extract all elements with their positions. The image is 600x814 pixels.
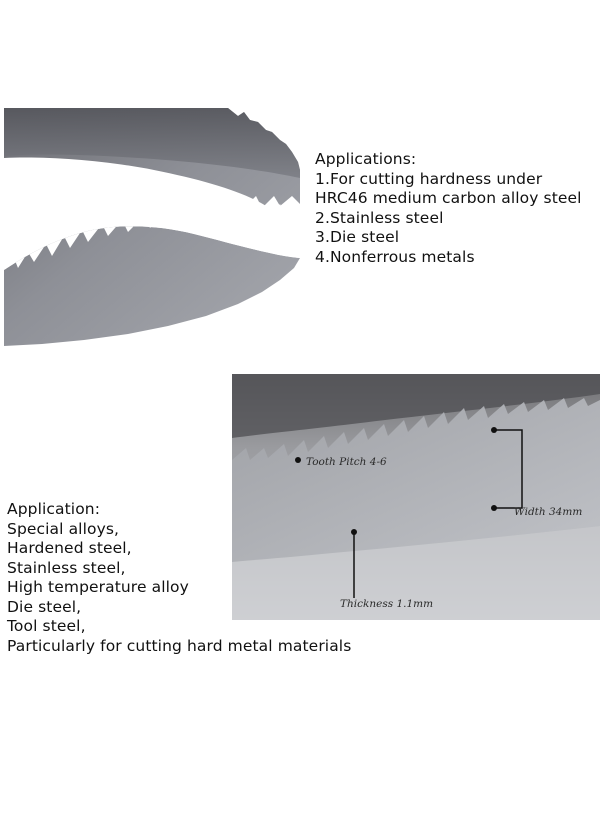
blade-curve-image <box>4 108 300 348</box>
application-item: 2.Stainless steel <box>315 208 444 227</box>
tooth-pitch-label: Tooth Pitch 4-6 <box>306 456 387 468</box>
applications-list-1: Applications: 1.For cutting hardness und… <box>315 150 582 267</box>
application-heading: Application: <box>7 500 101 518</box>
blade-closeup-image: Tooth Pitch 4-6 Width 34mm Thickness 1.1… <box>232 374 600 620</box>
application-item: 4.Nonferrous metals <box>315 247 475 266</box>
application-item: Die steel, <box>7 597 82 616</box>
application-item: HRC46 medium carbon alloy steel <box>315 189 582 207</box>
application-item: High temperature alloy <box>7 578 189 596</box>
application-item: Hardened steel, <box>7 539 132 557</box>
blade-closeup-graphic <box>232 374 600 620</box>
application-item: 3.Die steel <box>315 228 400 246</box>
application-item: 1.For cutting hardness under <box>315 169 543 188</box>
application-item: Tool steel, <box>7 617 86 635</box>
width-label: Width 34mm <box>514 506 583 518</box>
blade-curve-graphic <box>4 108 300 346</box>
application-item: Stainless steel, <box>7 558 126 577</box>
applications-list-2: Application: Special alloys, Hardened st… <box>7 500 351 656</box>
application-item: Special alloys, <box>7 519 120 538</box>
application-item: Particularly for cutting hard metal mate… <box>7 636 352 655</box>
applications-heading: Applications: <box>315 150 417 168</box>
thickness-label: Thickness 1.1mm <box>340 598 434 610</box>
